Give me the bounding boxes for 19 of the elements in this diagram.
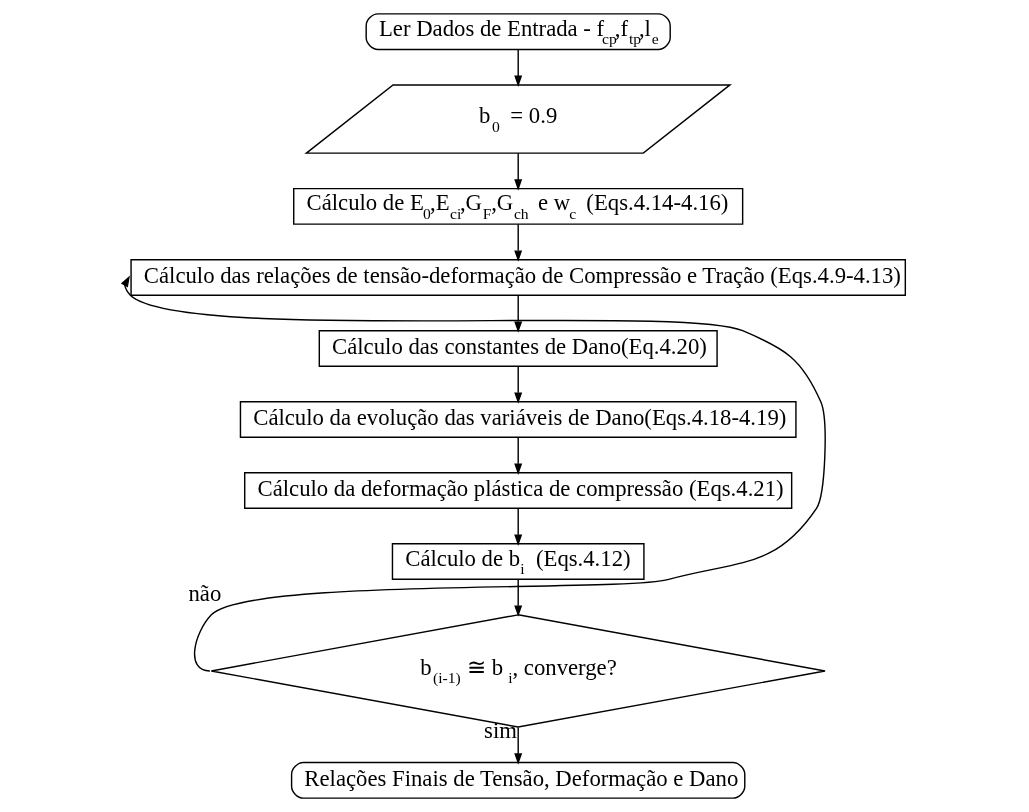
arrow: [513, 436, 522, 475]
node-box: Ler Dados de Entrada - f$_{cp}$,f$_{tp}$,l$_{e}$: [364, 13, 671, 51]
node-box: Cálculo de b$_{i}$ (Eqs.4.12): [391, 543, 645, 581]
node-box: Cálculo das relações de tensão-deformação de Compressão e Tração (Eqs.4.9-4.13): [129, 258, 906, 296]
arrow: [513, 507, 522, 546]
arrow: [513, 152, 522, 191]
node-box: Relações Finais de Tensão, Deformação e Dano: [290, 761, 745, 799]
edge-label: não: [188, 580, 221, 606]
arrow: [513, 49, 522, 87]
arrow: [513, 365, 522, 404]
node-box: Cálculo da evolução das variáveis de Dano(Eqs.4.18-4.19): [239, 401, 797, 438]
node-box: Cálculo da deformação plástica de compressão (Eqs.4.21): [243, 472, 792, 509]
arrow: [120, 275, 826, 672]
arrow: [513, 578, 522, 617]
arrow: [513, 223, 522, 262]
arrow: [513, 294, 522, 333]
node-box: Cálculo das constantes de Dano(Eq.4.20): [318, 330, 718, 367]
arrow: [513, 726, 522, 765]
node-box: Cálculo de E$_{0}$,E$_{ci}$,G$_{F}$,G$_{ch}$ e w$_{c}$ (Eqs.4.14-4.16): [292, 187, 743, 225]
